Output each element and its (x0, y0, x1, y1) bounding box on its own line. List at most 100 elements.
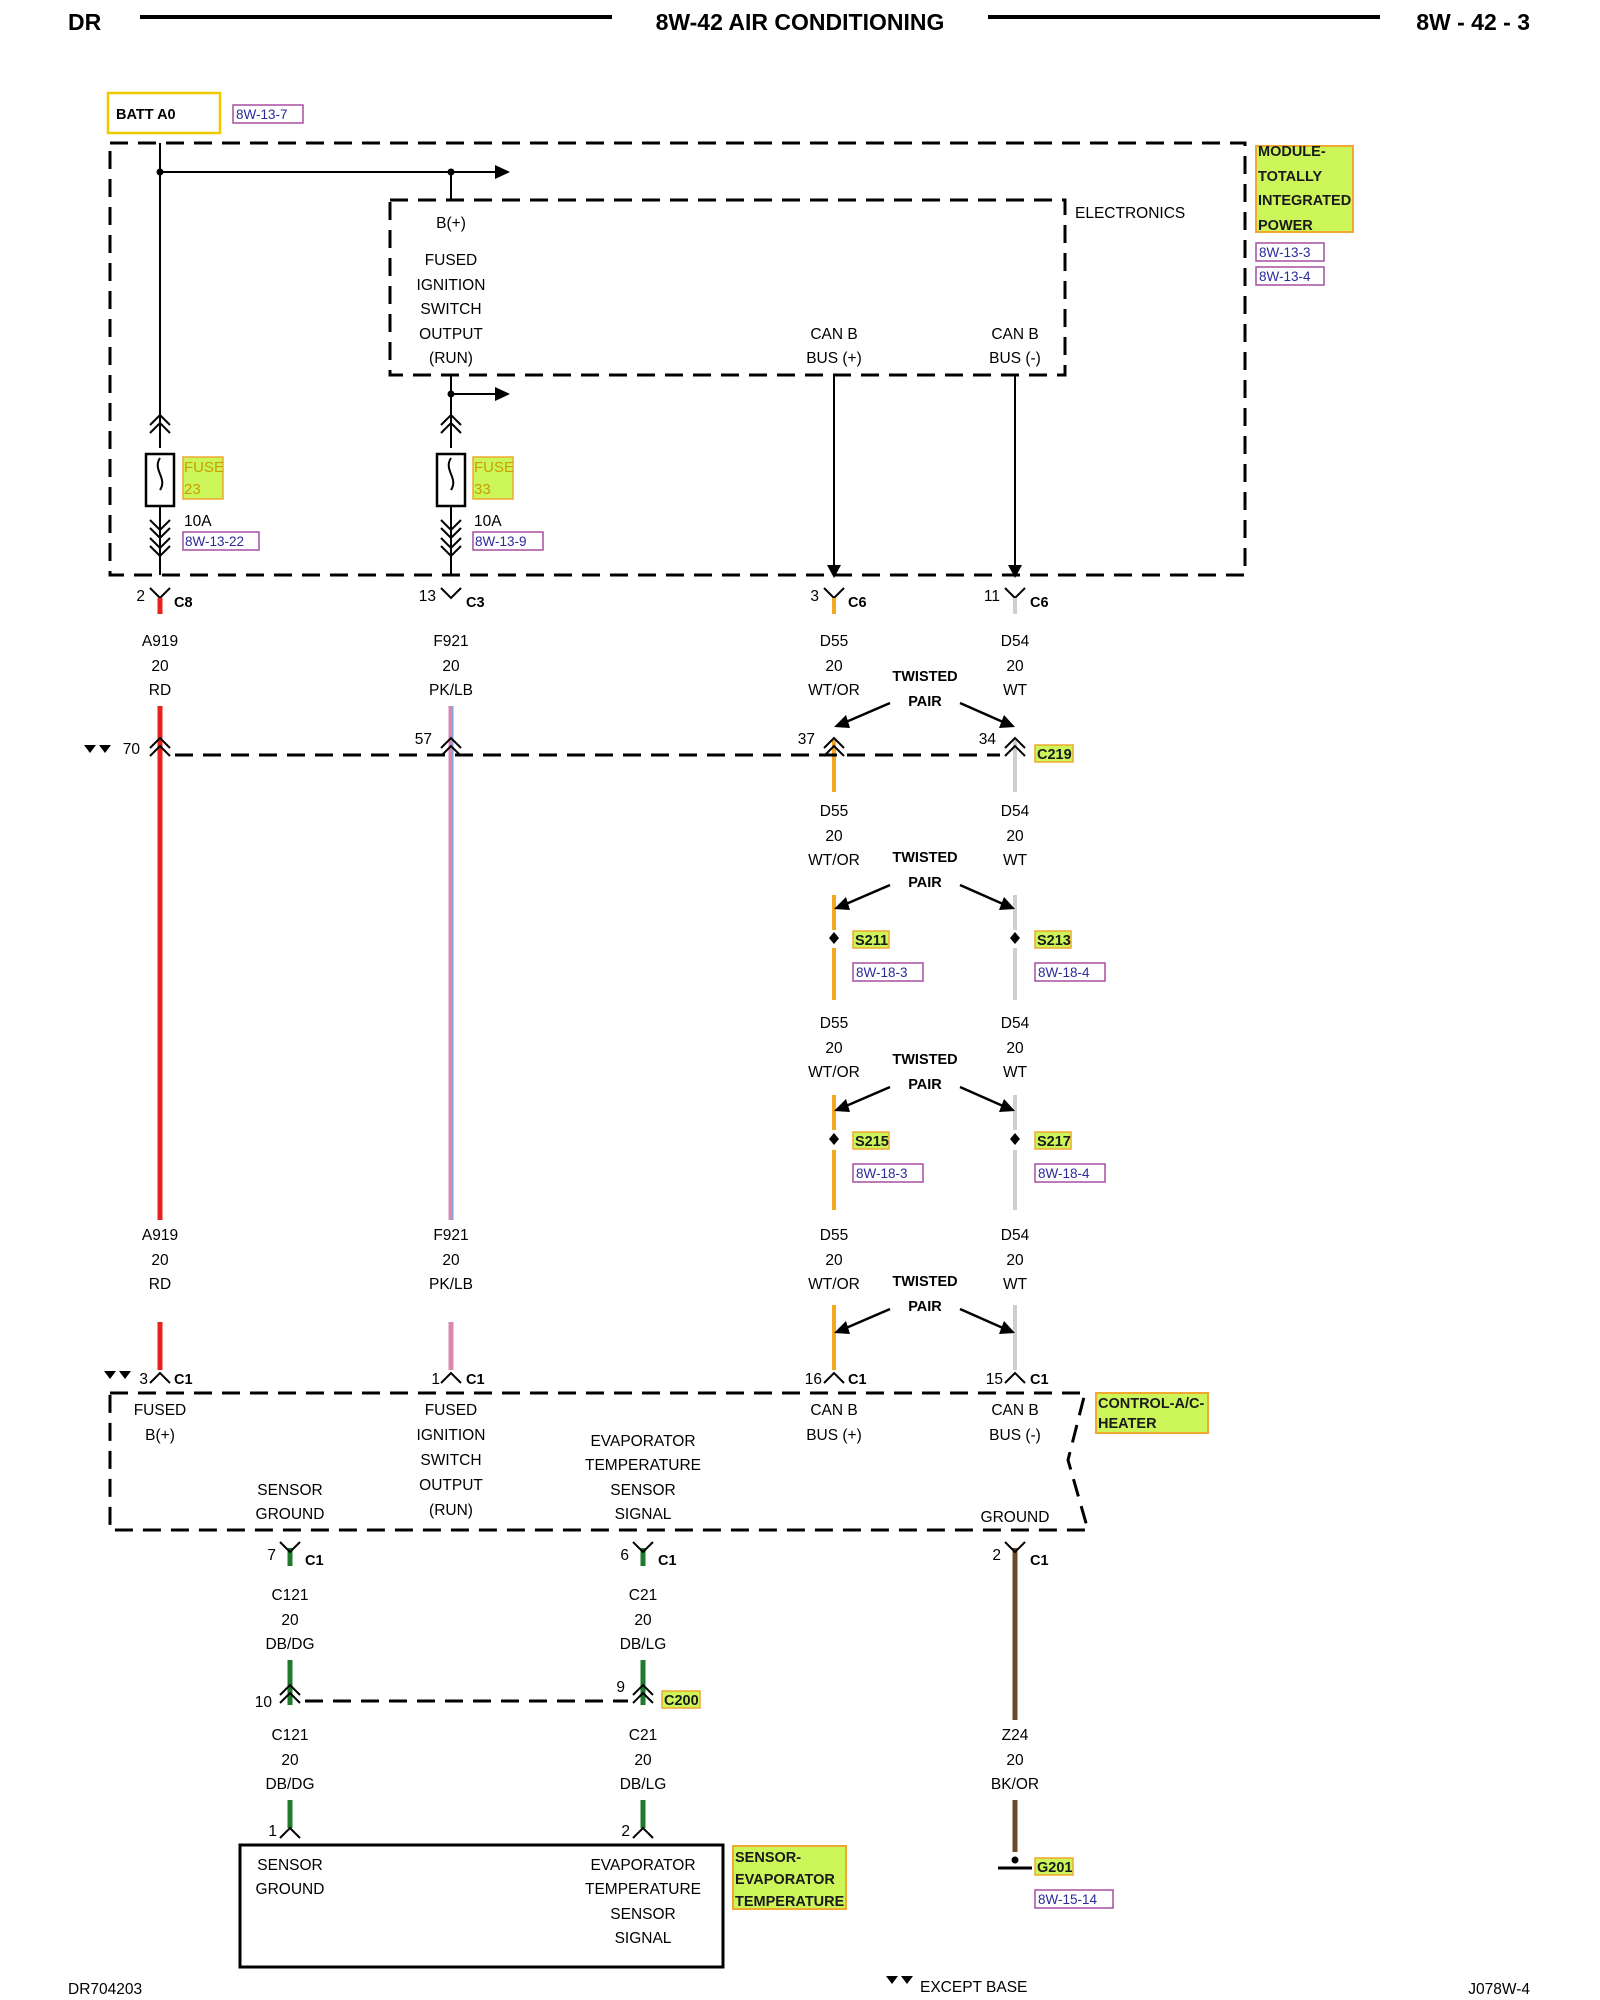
fuse-23-symbol (144, 413, 176, 575)
c121-code-2: C121 (271, 1727, 308, 1744)
s215-ref[interactable]: 8W-18-3 (856, 1166, 908, 1181)
fuse-33-tag[interactable] (472, 456, 514, 500)
sensor-tag[interactable] (732, 1845, 847, 1910)
hvac-fused-ign-2: IGNITION (417, 1427, 486, 1444)
a919-color-1: RD (149, 682, 171, 699)
hvac-fused-ign-4: OUTPUT (419, 1477, 483, 1494)
d55-gauge-4: 20 (825, 1252, 843, 1269)
c121-color-2: DB/DG (265, 1776, 314, 1793)
tipm-bplus: B(+) (436, 215, 466, 232)
s215-tag[interactable] (852, 1131, 890, 1150)
d54-gauge-4: 20 (1006, 1252, 1024, 1269)
g201-ref-box[interactable] (1034, 1889, 1114, 1909)
header-right: 8W - 42 - 3 (1416, 9, 1530, 35)
c21-gauge-1: 20 (634, 1612, 652, 1629)
tipm-ref2-box[interactable] (1255, 266, 1325, 286)
tipm-tag[interactable] (1255, 145, 1354, 233)
batt-label: BATT A0 (116, 107, 176, 123)
z24-color: BK/OR (991, 1776, 1039, 1793)
hvac-pin-6: 6 (620, 1547, 629, 1564)
batt-ref-box[interactable] (232, 104, 304, 124)
batt-ref[interactable]: 8W-13-7 (236, 107, 288, 122)
c21-color-1: DB/LG (620, 1636, 667, 1653)
c6-pin-pos: 3 (810, 588, 819, 605)
header-left: DR (68, 9, 102, 35)
s213-ref-box[interactable] (1034, 962, 1106, 982)
hvac-evap-1: EVAPORATOR (590, 1433, 695, 1450)
s215-ref-box[interactable] (852, 1163, 924, 1183)
d54-gauge-3: 20 (1006, 1040, 1024, 1057)
tipm-ref1[interactable]: 8W-13-3 (1259, 245, 1311, 260)
s211-ref[interactable]: 8W-18-3 (856, 965, 908, 980)
c200-pin-9: 9 (616, 1679, 625, 1696)
twisted-pair-1-line2: PAIR (908, 694, 942, 710)
c219-pin-57: 57 (415, 731, 432, 748)
fuse-33-ref-box[interactable] (472, 531, 544, 551)
hvac-bottom-connector-symbols (279, 1541, 1026, 1554)
d54-code-3: D54 (1001, 1015, 1030, 1032)
tipm-ref2[interactable]: 8W-13-4 (1259, 269, 1311, 284)
twisted-pair-3-arrows (834, 1085, 1015, 1112)
tipm-tag-line2: TOTALLY (1258, 169, 1323, 185)
s213-tag[interactable] (1034, 930, 1072, 949)
hvac-canb-neg-2: BUS (-) (989, 1427, 1041, 1444)
twisted-pair-1-line1: TWISTED (892, 669, 957, 685)
s217-ref[interactable]: 8W-18-4 (1038, 1166, 1090, 1181)
electronics-box (388, 198, 1067, 377)
fuse-33-ref[interactable]: 8W-13-9 (475, 534, 527, 549)
g201-ref[interactable]: 8W-15-14 (1038, 1892, 1098, 1907)
hvac-c1-d: C1 (1030, 1372, 1049, 1388)
s215-name: S215 (855, 1134, 889, 1150)
twisted-pair-2-line1: TWISTED (892, 850, 957, 866)
d55-code-2: D55 (820, 803, 848, 820)
hvac-sensor-ground-2: GROUND (256, 1506, 325, 1523)
fuse-33-amp: 10A (474, 513, 502, 530)
c200-tag[interactable] (661, 1690, 701, 1709)
d55-code-1: D55 (820, 633, 848, 650)
c219-name: C219 (1037, 747, 1072, 763)
footer-right: J078W-4 (1468, 1981, 1530, 1998)
c200-symbols (279, 1683, 654, 1704)
d54-color-1: WT (1003, 682, 1028, 699)
footer-legend: EXCEPT BASE (920, 1979, 1027, 1996)
tipm-outline (108, 141, 1247, 577)
fuse-23-tag[interactable] (182, 456, 224, 500)
c21-code-2: C21 (629, 1727, 657, 1744)
sensor-pin-2: 2 (621, 1823, 630, 1840)
hvac-pin-2: 2 (992, 1547, 1001, 1564)
fuse-23-ref[interactable]: 8W-13-22 (185, 534, 244, 549)
a919-color-2: RD (149, 1276, 171, 1293)
s217-tag[interactable] (1034, 1131, 1072, 1150)
hvac-pin-16: 16 (805, 1371, 822, 1388)
c21-color-2: DB/LG (620, 1776, 667, 1793)
fuse-23-ref-box[interactable] (182, 531, 260, 551)
s213-name: S213 (1037, 933, 1071, 949)
hvac-tag[interactable] (1095, 1392, 1209, 1434)
twisted-pair-4-line2: PAIR (908, 1299, 942, 1315)
footer-left: DR704203 (68, 1981, 142, 1998)
s217-ref-box[interactable] (1034, 1163, 1106, 1183)
d55-color-2: WT/OR (808, 852, 860, 869)
s213-ref[interactable]: 8W-18-4 (1038, 965, 1090, 980)
sensor-connector-symbols (279, 1826, 654, 1839)
s211-tag[interactable] (852, 930, 890, 949)
c6-name-pos: C6 (848, 595, 867, 611)
c219-tag[interactable] (1034, 744, 1074, 763)
z24-gauge: 20 (1006, 1752, 1024, 1769)
legend-marker-icon (886, 1976, 913, 1984)
c21-gauge-2: 20 (634, 1752, 652, 1769)
tipm-canb-neg-2: BUS (-) (989, 350, 1041, 367)
g201-tag[interactable] (1034, 1857, 1074, 1876)
a919-code-2: A919 (142, 1227, 178, 1244)
c8-name: C8 (174, 595, 193, 611)
s211-ref-box[interactable] (852, 962, 924, 982)
tipm-tag-line1: MODULE- (1258, 144, 1326, 160)
c200-name: C200 (664, 1693, 699, 1709)
tipm-ref1-box[interactable] (1255, 242, 1325, 262)
twisted-pair-3-line2: PAIR (908, 1077, 942, 1093)
a919-gauge-2: 20 (151, 1252, 169, 1269)
top-connector-symbols (149, 587, 1026, 600)
d55-gauge-3: 20 (825, 1040, 843, 1057)
twisted-pair-2-arrows (834, 883, 1015, 910)
